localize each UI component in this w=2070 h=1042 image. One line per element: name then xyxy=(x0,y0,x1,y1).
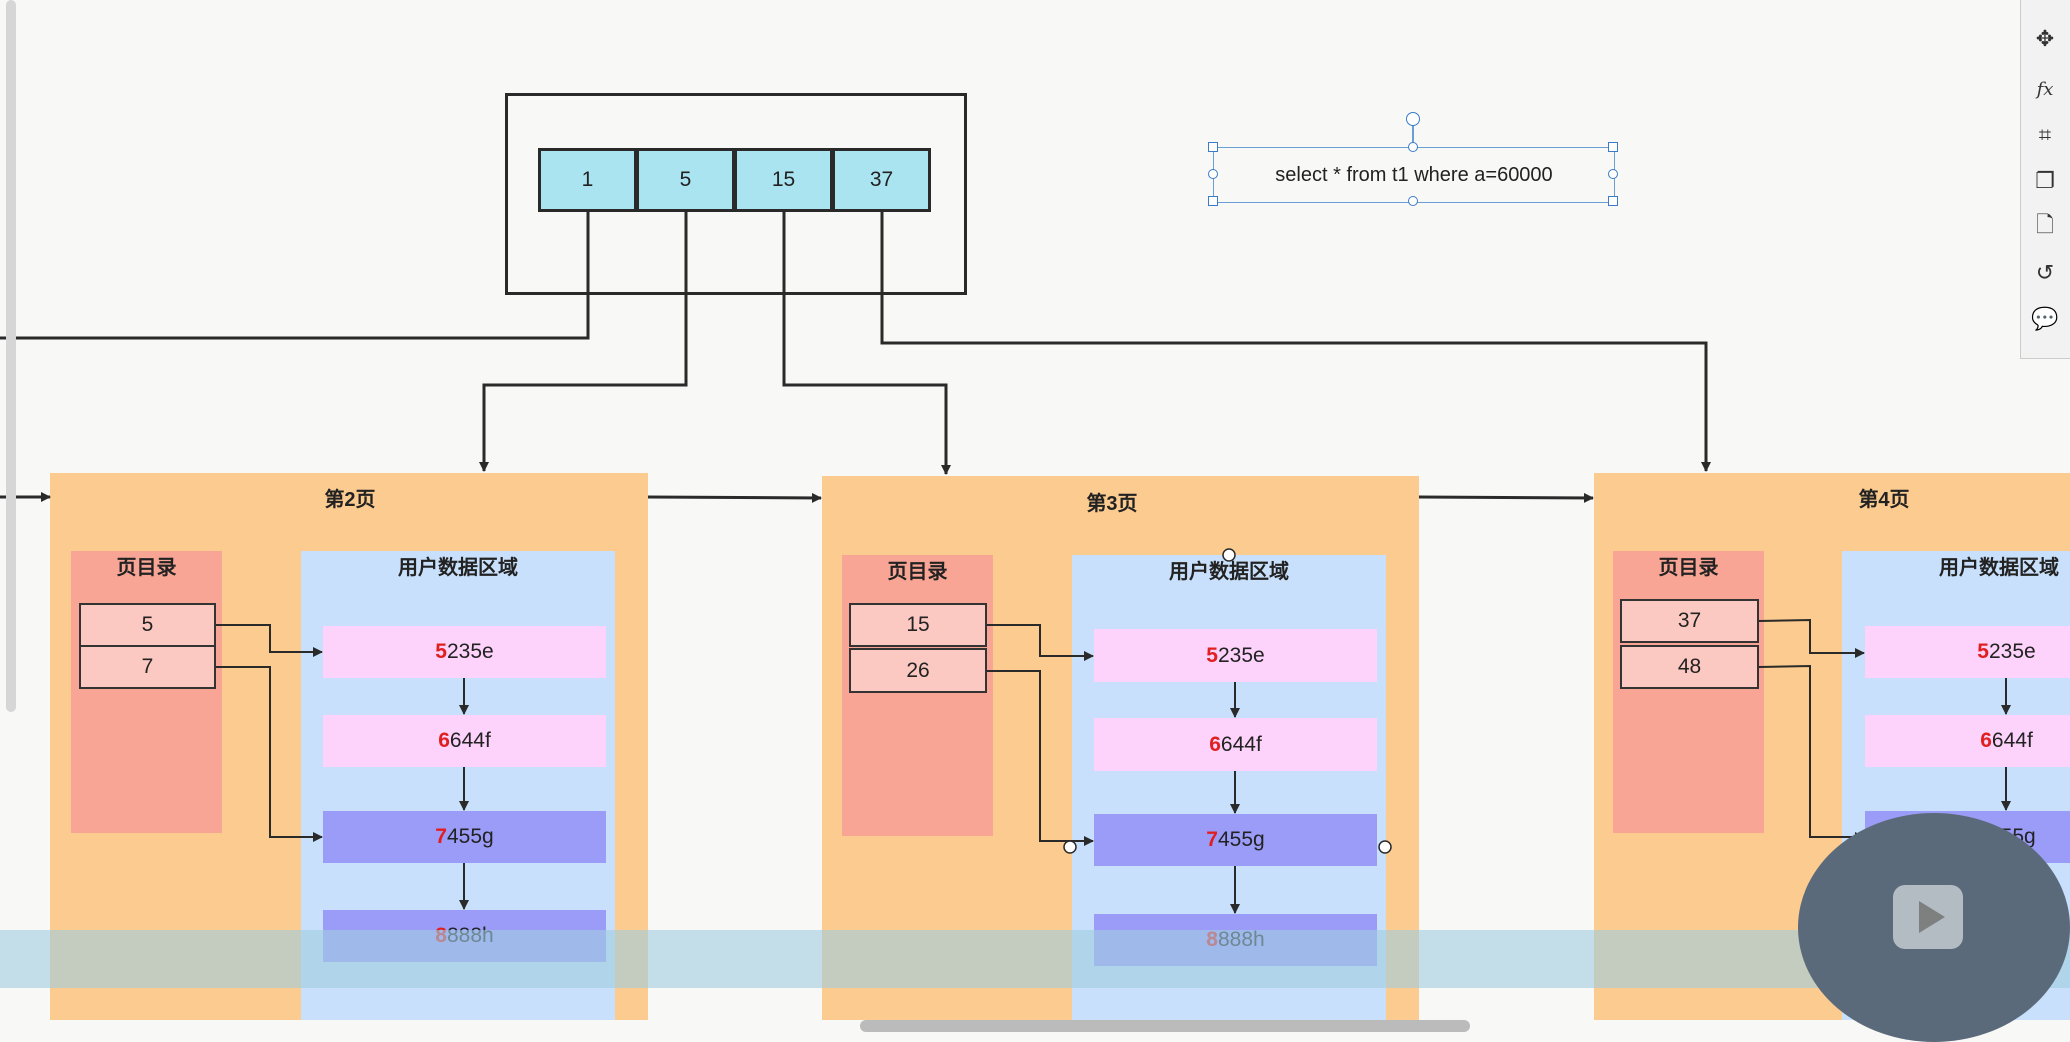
page-link xyxy=(647,492,822,503)
vertical-scrollbar[interactable] xyxy=(6,0,16,712)
directory-slot[interactable]: 26 xyxy=(849,648,987,693)
page-directory[interactable] xyxy=(71,551,222,833)
page-title: 第2页 xyxy=(324,489,376,511)
right-toolbar: ✥ fx ⌗ ❐ 🗋 ↺ 💬 xyxy=(2020,0,2070,359)
root-key[interactable]: 37 xyxy=(832,148,931,212)
crop-icon[interactable]: ⌗ xyxy=(2038,122,2052,147)
sql-text: select * from t1 where a=60000 xyxy=(1275,163,1553,186)
page-directory-title: 页目录 xyxy=(1658,557,1719,579)
history-icon[interactable]: ↺ xyxy=(2035,260,2055,285)
root-key[interactable]: 15 xyxy=(734,148,833,212)
page-directory[interactable] xyxy=(1613,551,1764,833)
rotate-handle-line xyxy=(1412,119,1414,147)
root-index-node[interactable] xyxy=(505,93,967,295)
user-data-area-title: 用户数据区域 xyxy=(398,557,518,579)
root-key[interactable]: 5 xyxy=(636,148,735,212)
play-icon[interactable] xyxy=(1893,885,1963,949)
formula-icon[interactable]: fx xyxy=(2036,78,2054,100)
record-value: 644f xyxy=(449,729,491,752)
record-value: 455g xyxy=(1217,828,1265,851)
record-key-digit: 6 xyxy=(1209,732,1221,756)
resize-handle[interactable] xyxy=(1408,142,1418,152)
presenter-video-avatar xyxy=(1798,813,2070,1042)
record-value: 235e xyxy=(1988,640,2036,663)
record-key-digit: 7 xyxy=(1206,828,1218,851)
resize-handle[interactable] xyxy=(1208,169,1218,179)
record-value: 455g xyxy=(446,825,494,848)
record-key-digit: 6 xyxy=(1980,729,1992,752)
directory-slot[interactable]: 48 xyxy=(1620,645,1759,689)
user-data-area-title: 用户数据区域 xyxy=(1169,561,1289,583)
record-key-digit: 5 xyxy=(1977,640,1989,663)
record-value: 235e xyxy=(446,640,494,663)
root-pointer xyxy=(880,212,1711,472)
root-pointer xyxy=(0,212,590,340)
rotate-handle[interactable] xyxy=(1406,112,1420,126)
record-value: 644f xyxy=(1220,732,1262,756)
page-directory-title: 页目录 xyxy=(887,561,948,583)
resize-handle[interactable] xyxy=(1608,196,1618,206)
resize-handle[interactable] xyxy=(1608,169,1618,179)
video-overlay-band xyxy=(0,930,2070,988)
record-key-digit: 5 xyxy=(1206,643,1218,667)
page-directory[interactable] xyxy=(842,555,993,836)
horizontal-scrollbar[interactable] xyxy=(860,1020,1470,1032)
directory-slot[interactable]: 5 xyxy=(79,603,216,647)
root-key[interactable]: 1 xyxy=(538,148,637,212)
sql-text-box[interactable]: select * from t1 where a=60000 xyxy=(1213,147,1615,203)
directory-slot[interactable]: 7 xyxy=(79,645,216,689)
page-title: 第4页 xyxy=(1858,489,1910,511)
page-title: 第3页 xyxy=(1086,493,1138,515)
comment-icon[interactable]: 💬 xyxy=(2031,306,2059,331)
directory-slot[interactable]: 15 xyxy=(849,603,987,647)
directory-slot[interactable]: 37 xyxy=(1620,599,1759,643)
resize-handle[interactable] xyxy=(1208,142,1218,152)
copy-pages-icon[interactable]: ❐ xyxy=(2035,168,2055,193)
page-link xyxy=(1418,492,1594,503)
page-icon[interactable]: 🗋 xyxy=(2036,212,2054,237)
play-triangle xyxy=(1919,901,1945,933)
resize-handle[interactable] xyxy=(1608,142,1618,152)
page-directory-title: 页目录 xyxy=(116,557,177,579)
record-value: 644f xyxy=(1991,729,2033,752)
record-key-digit: 6 xyxy=(438,729,450,752)
record-value: 235e xyxy=(1217,643,1265,667)
user-data-area-title: 用户数据区域 xyxy=(1939,557,2059,579)
record-key-digit: 5 xyxy=(435,640,447,663)
record-key-digit: 7 xyxy=(435,825,447,848)
resize-handle[interactable] xyxy=(1208,196,1218,206)
resize-handle[interactable] xyxy=(1408,196,1418,206)
navigate-icon[interactable]: ✥ xyxy=(2035,26,2055,51)
